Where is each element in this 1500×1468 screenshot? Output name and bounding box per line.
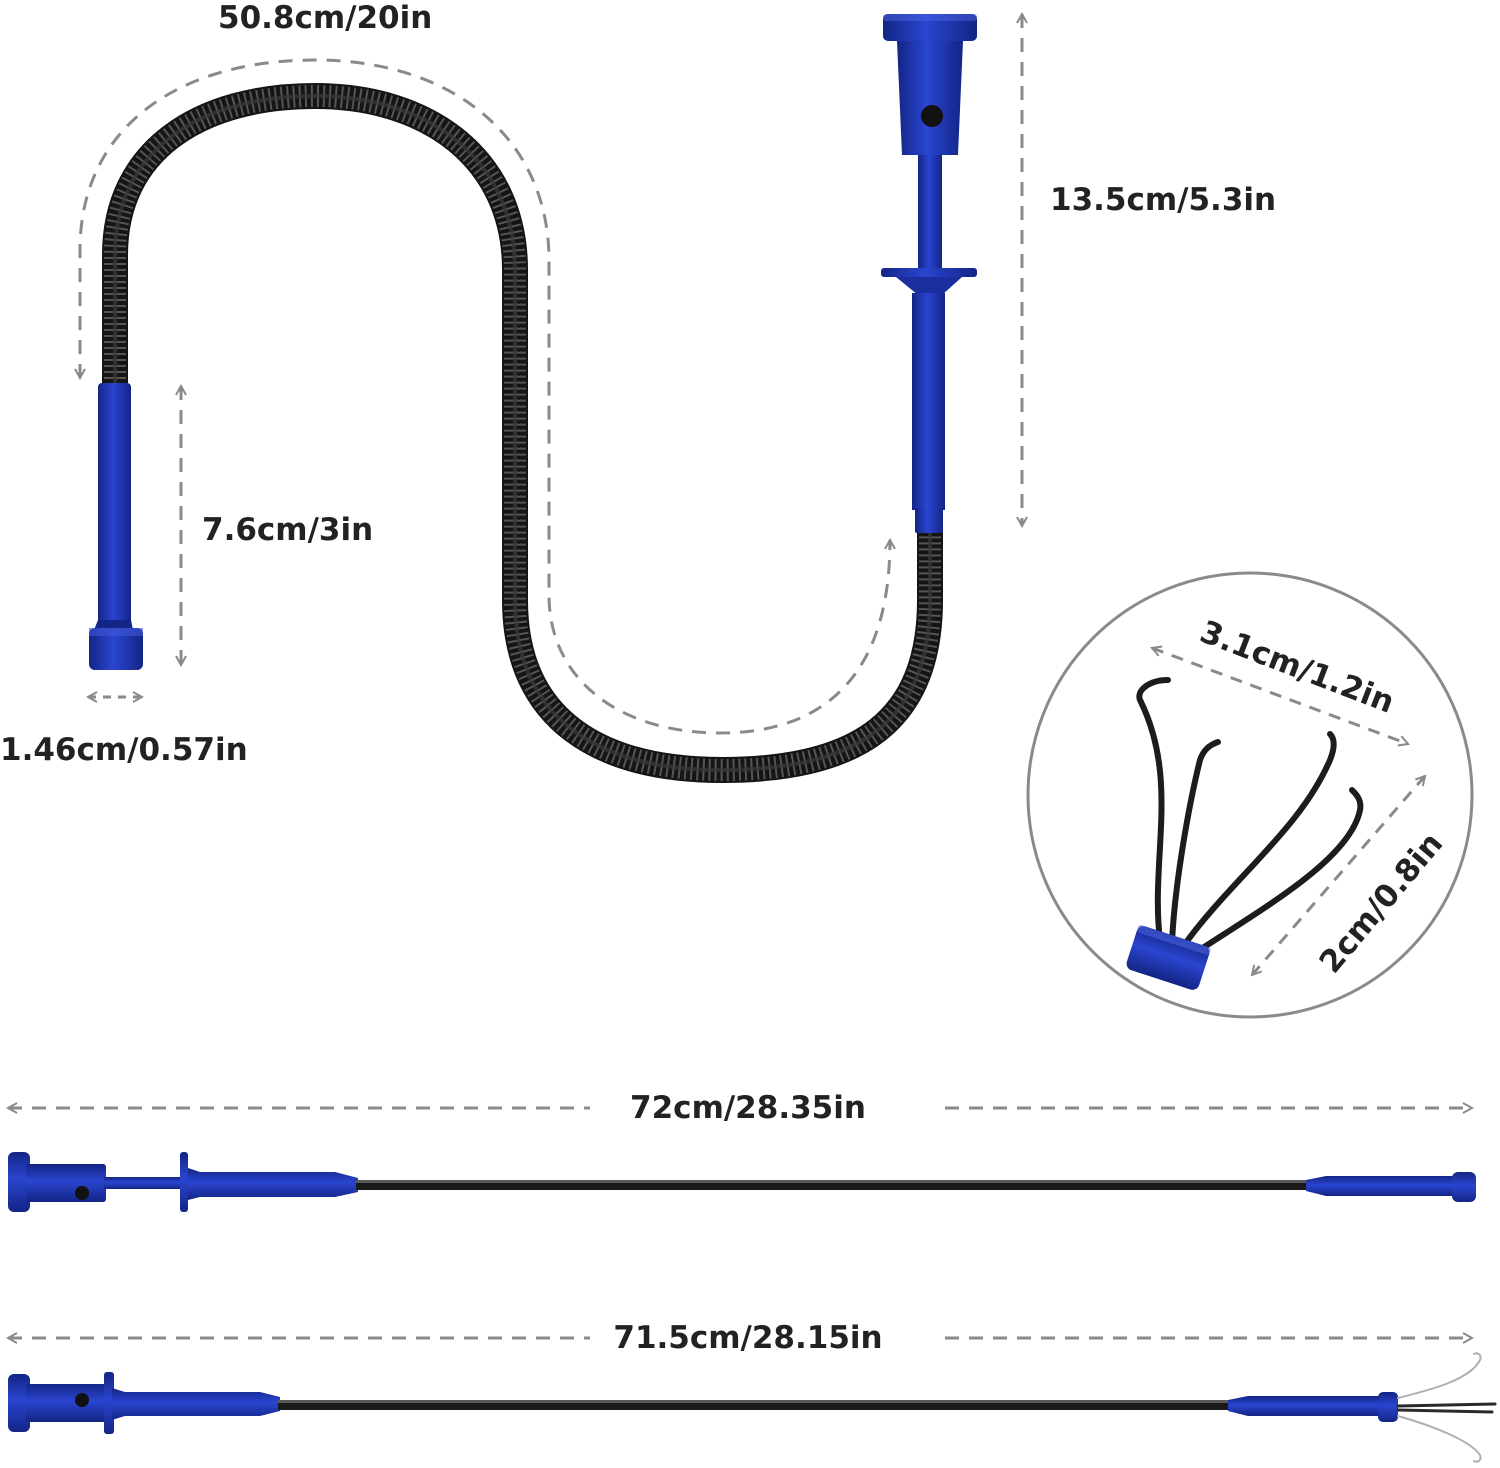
claw-width-dimension [1152, 648, 1408, 744]
total-length-closed-label: 72cm/28.35in [630, 1090, 866, 1126]
total-length-open-label: 71.5cm/28.15in [613, 1320, 882, 1356]
plunger-height-label: 13.5cm/5.3in [1050, 182, 1276, 218]
plunger-handle [881, 14, 977, 533]
tool-closed-side-view [8, 1152, 1476, 1212]
claw-collar [1126, 925, 1211, 990]
open-claw-prongs [1396, 1352, 1497, 1463]
cable-length-dimension [80, 58, 890, 735]
tool-open-side-view [8, 1352, 1497, 1463]
cable-length-label: 50.8cm/20in [218, 0, 432, 36]
sleeve-diameter-label: 1.46cm/0.57in [0, 732, 248, 768]
claw-detail-callout: 3.1cm/1.2in 2cm/0.8in [1026, 571, 1474, 1019]
claw-sleeve [89, 383, 143, 670]
flexible-cable [102, 82, 943, 784]
claw-length-dimension [1252, 776, 1425, 975]
sleeve-length-label: 7.6cm/3in [202, 512, 373, 548]
